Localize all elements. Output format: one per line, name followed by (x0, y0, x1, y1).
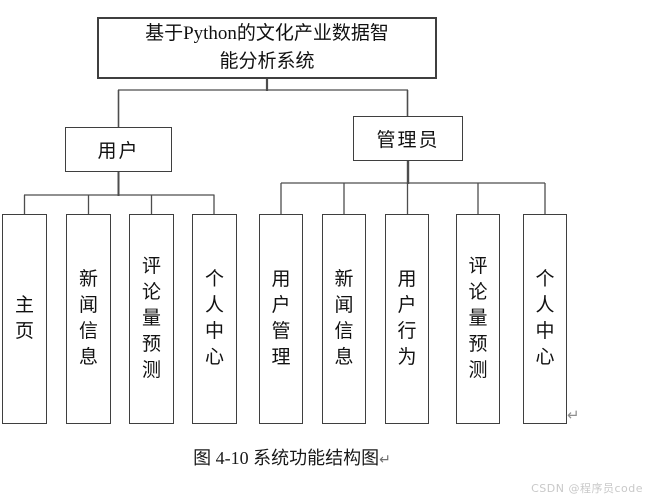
csdn-watermark: CSDN @程序员code (531, 482, 643, 495)
leaf-node-personal-center-user: 个人中心 (192, 214, 237, 424)
leaf-node-user-behavior: 用户行为 (385, 214, 429, 424)
leaf-label: 个人中心 (535, 269, 555, 368)
leaf-node-news-info-admin: 新闻信息 (322, 214, 366, 424)
leaf-label: 新闻信息 (78, 269, 98, 368)
leaf-node-comment-prediction-admin: 评论量预测 (456, 214, 500, 424)
branch-node-user: 用户 (65, 127, 172, 172)
leaf-label: 主页 (14, 295, 34, 342)
root-title-line1: 基于Python的文化产业数据智 (145, 23, 389, 44)
branch-node-admin: 管理员 (353, 116, 463, 161)
leaf-label: 评论量预测 (468, 256, 488, 381)
leaf-label: 评论量预测 (141, 256, 161, 381)
root-node: 基于Python的文化产业数据智 能分析系统 (97, 17, 437, 79)
admin-branch-edges (280, 160, 546, 215)
root-level-edges (117, 78, 409, 128)
branch-label: 管理员 (376, 130, 440, 151)
leaf-node-personal-center-admin: 个人中心 (523, 214, 567, 424)
root-title-line2: 能分析系统 (219, 51, 315, 72)
figure-caption: 图 4-10 系统功能结构图↵ (100, 444, 484, 470)
leaf-label: 用户行为 (397, 269, 417, 368)
leaf-label: 用户管理 (271, 269, 291, 368)
leaf-label: 新闻信息 (334, 269, 354, 368)
leaf-node-user-management: 用户管理 (259, 214, 303, 424)
leaf-label: 个人中心 (204, 269, 224, 368)
user-branch-edges (23, 171, 215, 215)
caption-return-mark: ↵ (379, 452, 391, 468)
branch-label: 用户 (97, 141, 140, 162)
paragraph-return-mark: ↵ (567, 406, 580, 424)
leaf-node-home: 主页 (2, 214, 47, 424)
leaf-node-news-info-user: 新闻信息 (66, 214, 111, 424)
leaf-node-comment-prediction-user: 评论量预测 (129, 214, 174, 424)
figure-caption-text: 图 4-10 系统功能结构图 (193, 448, 380, 468)
